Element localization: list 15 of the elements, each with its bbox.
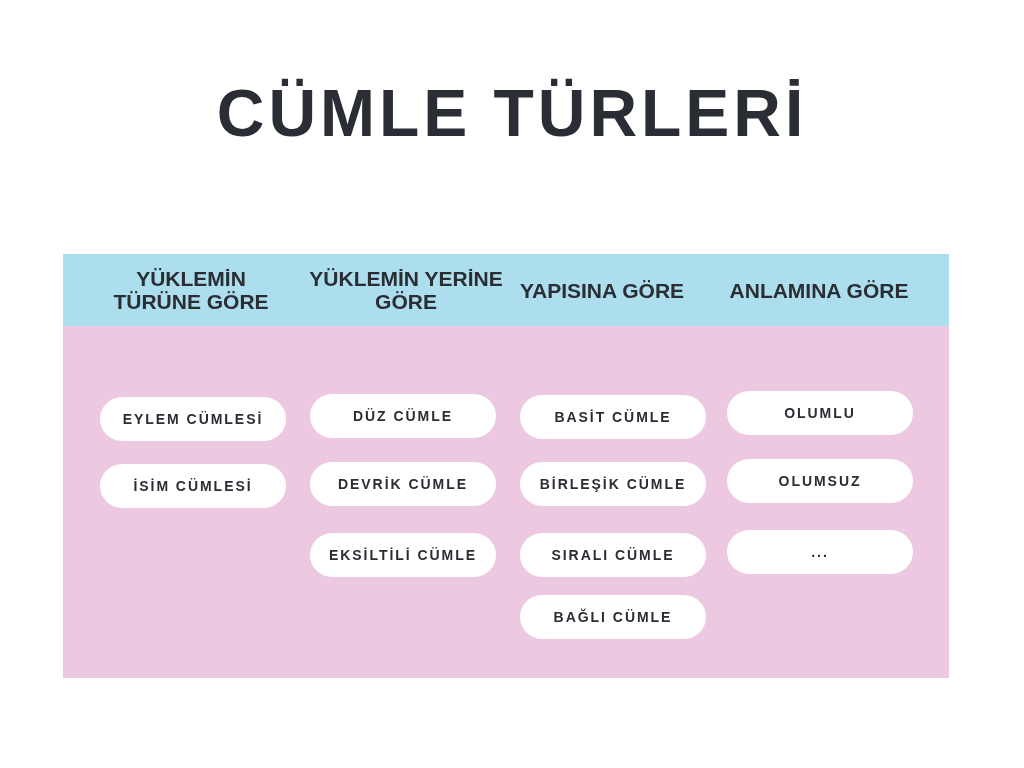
category-pill: SIRALI CÜMLE [520, 533, 706, 577]
category-pill: DÜZ CÜMLE [310, 394, 496, 438]
category-pill: ... [727, 530, 913, 574]
category-pill: OLUMLU [727, 391, 913, 435]
column-heading: ANLAMINA GÖRE [719, 264, 919, 316]
category-pill: İSİM CÜMLESİ [100, 464, 286, 508]
title: CÜMLE TÜRLERİ [215, 75, 809, 152]
category-pill: BAĞLI CÜMLE [520, 595, 706, 639]
category-pill: DEVRİK CÜMLE [310, 462, 496, 506]
category-pill: BİRLEŞİK CÜMLE [520, 462, 706, 506]
category-pill: EKSİLTİLİ CÜMLE [310, 533, 496, 577]
category-pill: OLUMSUZ [727, 459, 913, 503]
category-pill: EYLEM CÜMLESİ [100, 397, 286, 441]
column-heading: YÜKLEMİN TÜRÜNE GÖRE [91, 264, 291, 316]
category-pill: BASİT CÜMLE [520, 395, 706, 439]
